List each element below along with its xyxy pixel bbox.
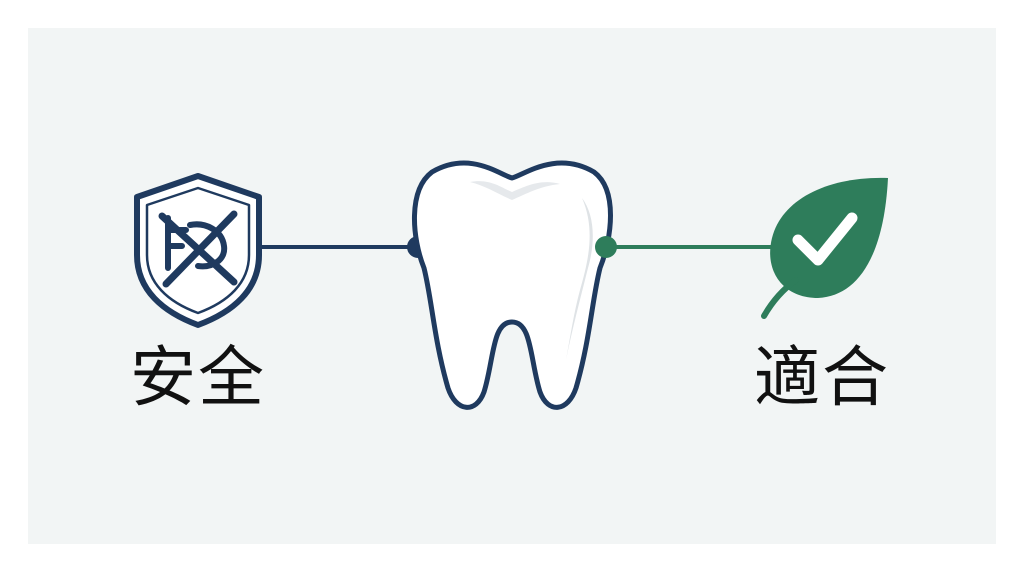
tooth-icon [411, 160, 613, 410]
compatibility-label: 適合 [754, 339, 890, 416]
shield-crossed-icon [134, 173, 262, 328]
right-connector [595, 236, 775, 258]
left-connector [259, 236, 429, 258]
safety-label: 安全 [130, 339, 266, 416]
leaf-check-icon [761, 177, 888, 319]
